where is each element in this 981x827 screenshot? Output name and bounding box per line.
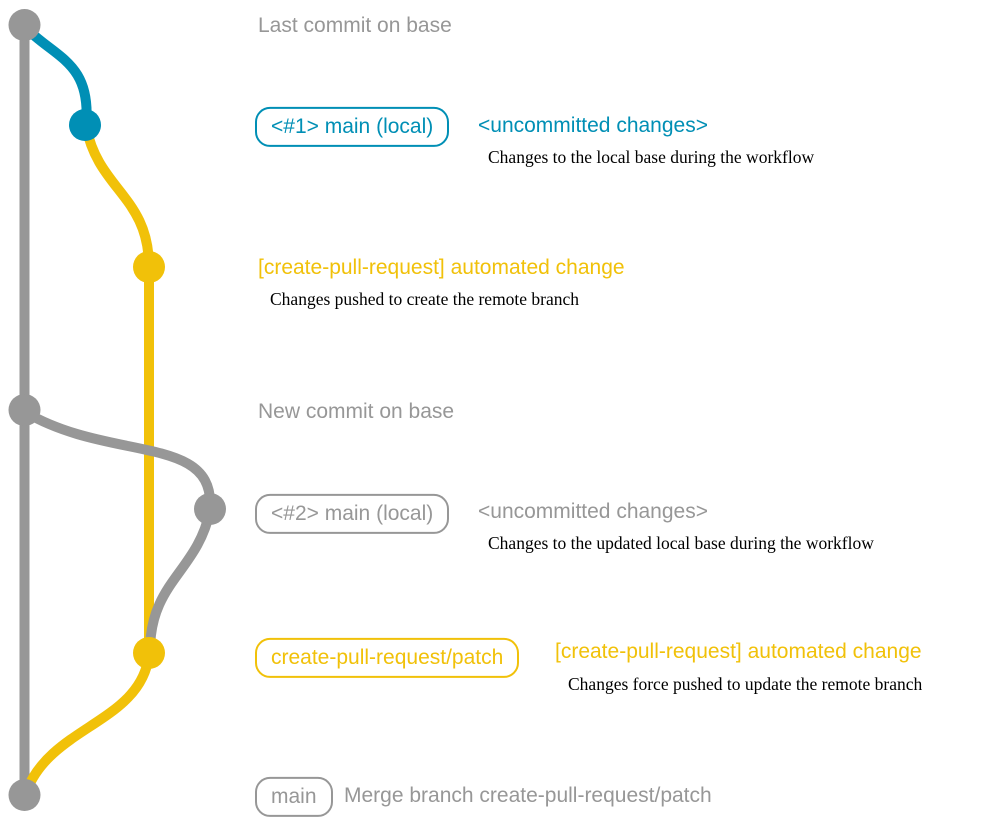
commit-message-uncommitted-2: <uncommitted changes>	[478, 499, 708, 523]
commit-dot-automated-change-1	[133, 251, 165, 283]
commit-description-automated-1: Changes pushed to create the remote bran…	[270, 288, 580, 309]
commit-dot-automated-change-2	[133, 637, 165, 669]
commit-message-uncommitted-1: <uncommitted changes>	[478, 113, 708, 137]
commit-description-uncommitted-1: Changes to the local base during the wor…	[488, 146, 815, 167]
branch-tag-main-local-2: <#2> main (local)	[255, 493, 450, 535]
commit-dot-merge	[8, 779, 41, 811]
commit-dot-local-main-2	[194, 493, 226, 525]
commit-dot-local-main-1	[69, 109, 101, 141]
branch-curve-patch-out	[81, 121, 154, 272]
commit-message-automated-1: [create-pull-request] automated change	[258, 255, 625, 279]
new-commit-label: New commit on base	[258, 399, 455, 423]
branch-curve-merge-to-base	[22, 650, 154, 795]
branch-curve-local-main-1	[20, 22, 92, 131]
commit-message-automated-2: [create-pull-request] automated change	[555, 639, 922, 663]
branch-tag-create-pull-request-patch: create-pull-request/patch	[255, 637, 520, 679]
branch-curve-rebase-into-patch	[145, 506, 215, 656]
commit-description-automated-2: Changes force pushed to update the remot…	[568, 673, 923, 694]
commit-description-uncommitted-2: Changes to the updated local base during…	[488, 532, 874, 553]
branch-curve-local-main-2	[20, 407, 216, 512]
branch-tag-main: main	[255, 776, 333, 818]
commit-dot-last-base	[8, 9, 41, 41]
commit-dot-new-base	[8, 394, 41, 426]
branch-tag-main-local-1: <#1> main (local)	[255, 106, 450, 148]
commit-message-merge: Merge branch create-pull-request/patch	[344, 783, 712, 807]
last-commit-label: Last commit on base	[258, 13, 452, 37]
